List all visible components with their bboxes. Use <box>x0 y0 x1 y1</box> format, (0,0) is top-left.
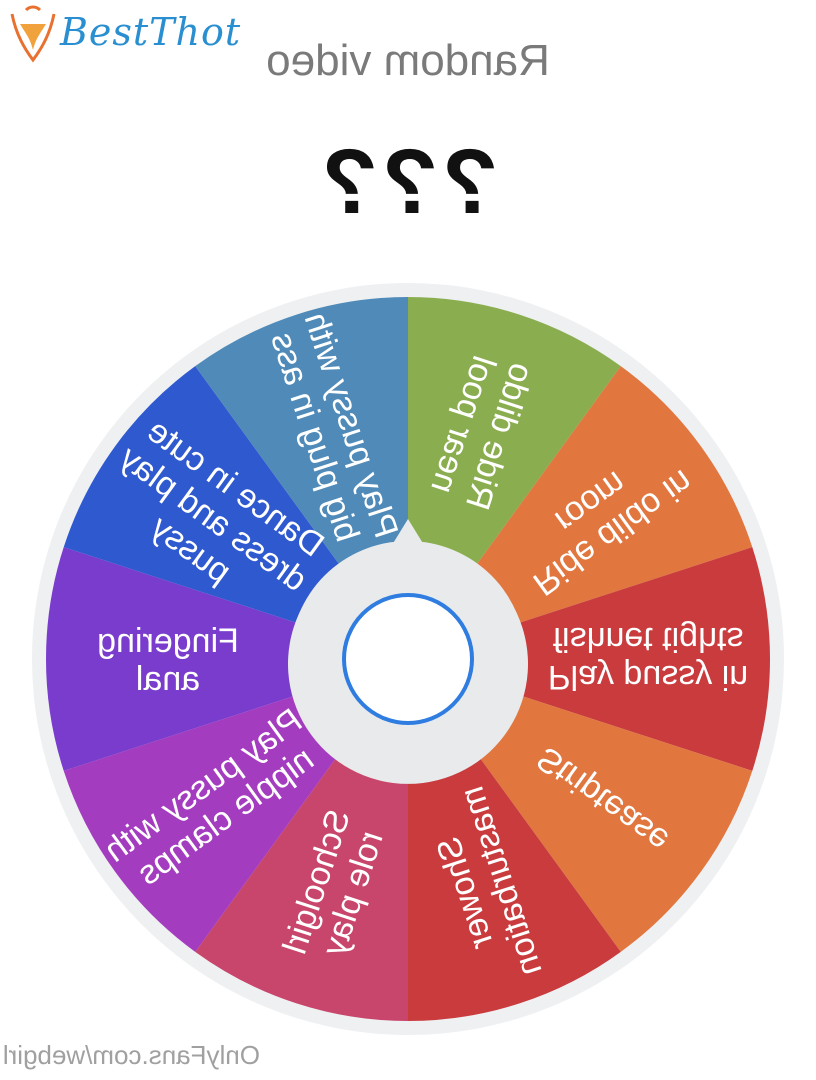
wheel-segment <box>408 547 771 771</box>
page-title: Random video <box>266 36 550 85</box>
segment-label-line: Play pussy in <box>548 658 748 696</box>
segment-label-line: fishnet tights <box>553 620 744 658</box>
logo: BestThot <box>6 4 240 66</box>
page-title-container: Random video <box>0 36 816 86</box>
wheel-segment <box>45 547 408 771</box>
footer-watermark: OnlyFans.com/webgirl <box>2 1040 260 1070</box>
logo-icon <box>10 5 56 63</box>
logo-text: BestThot <box>60 10 242 54</box>
footer-container: OnlyFans.com/webgirl <box>0 1040 260 1071</box>
result-container: ??? <box>0 130 816 235</box>
segment-label-line: anal <box>136 660 200 698</box>
segment-label-line: Fingering <box>97 622 239 660</box>
spin-button[interactable] <box>342 593 474 725</box>
spin-result: ??? <box>317 131 499 233</box>
